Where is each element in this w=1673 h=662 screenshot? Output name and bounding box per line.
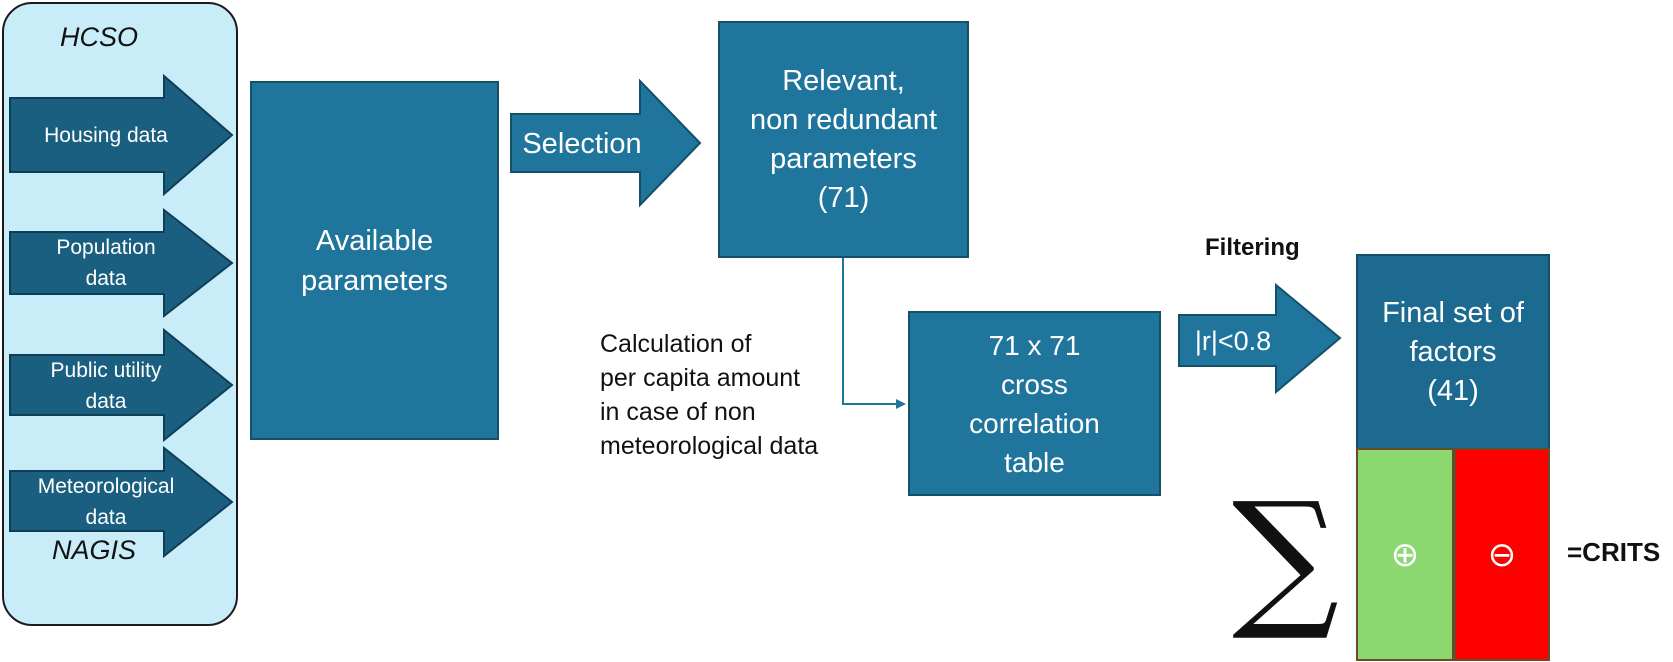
population-arrow <box>9 207 234 319</box>
nagis-label: NAGIS <box>52 535 137 565</box>
filtering-title: Filtering <box>1205 234 1300 261</box>
meteorological-arrow <box>9 445 234 559</box>
final-factors-box: Final set of factors (41) <box>1356 254 1550 450</box>
filtering-threshold-label: |r|<0.8 <box>1194 325 1272 356</box>
correlation-table-box: 71 x 71 cross correlation table <box>908 311 1161 496</box>
population-data-label: Population data <box>56 236 156 290</box>
positive-factors-cell: ⊕ <box>1356 448 1454 661</box>
public-utility-data-label: Public utility data <box>50 359 162 413</box>
meteorological-data-label: Meteorological data <box>37 475 175 529</box>
connector-arrowhead <box>896 399 906 409</box>
selection-arrow <box>510 78 702 208</box>
public-utility-arrow <box>9 327 234 443</box>
negative-factors-cell: ⊖ <box>1454 448 1550 661</box>
crits-result-label: =CRITS <box>1567 537 1661 567</box>
calculation-note: Calculation of per capita amount in case… <box>600 330 819 460</box>
available-parameters-box: Available parameters <box>250 81 499 440</box>
housing-arrow <box>9 73 234 197</box>
housing-data-label: Housing data <box>44 124 168 147</box>
connector-line <box>842 257 904 405</box>
filtering-arrow <box>1178 282 1342 395</box>
selection-label: Selection <box>522 127 642 160</box>
relevant-parameters-box: Relevant, non redundant parameters (71) <box>718 21 969 258</box>
hcso-label: HCSO <box>60 22 139 52</box>
sum-symbol: ∑ <box>1232 471 1340 645</box>
